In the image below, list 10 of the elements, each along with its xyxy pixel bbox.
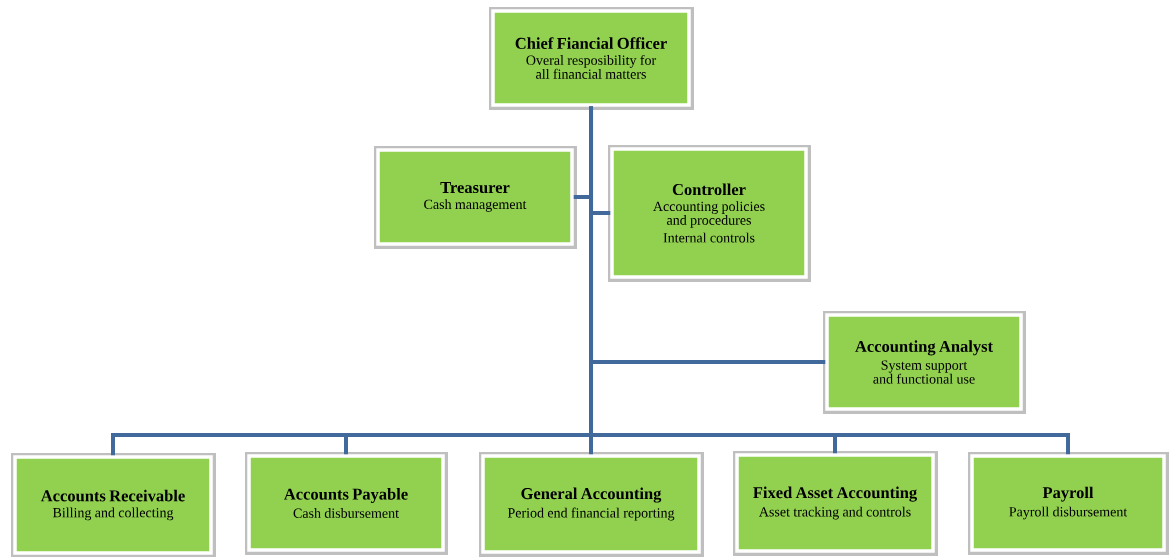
connector-line bbox=[589, 106, 1070, 455]
org-box: Accounts Receivable Billing and collecting bbox=[11, 453, 216, 557]
org-box: Controller Accounting policies and procedures Internal controls bbox=[608, 145, 811, 282]
org-box: Accounting Analyst System support and functional use bbox=[823, 311, 1026, 414]
org-box: Fixed Asset Accounting Asset tracking and controls bbox=[733, 451, 938, 556]
org-box: Accounts Payable Cash disbursement bbox=[245, 452, 448, 555]
org-box: Chief Fiancial Officer Overal resposibility for all financial matters bbox=[489, 7, 694, 110]
org-box: Treasurer Cash management bbox=[374, 146, 577, 249]
org-box: Payroll Payroll disbursement bbox=[968, 452, 1169, 555]
org-box: General Accounting Period end financial reporting bbox=[479, 452, 704, 557]
